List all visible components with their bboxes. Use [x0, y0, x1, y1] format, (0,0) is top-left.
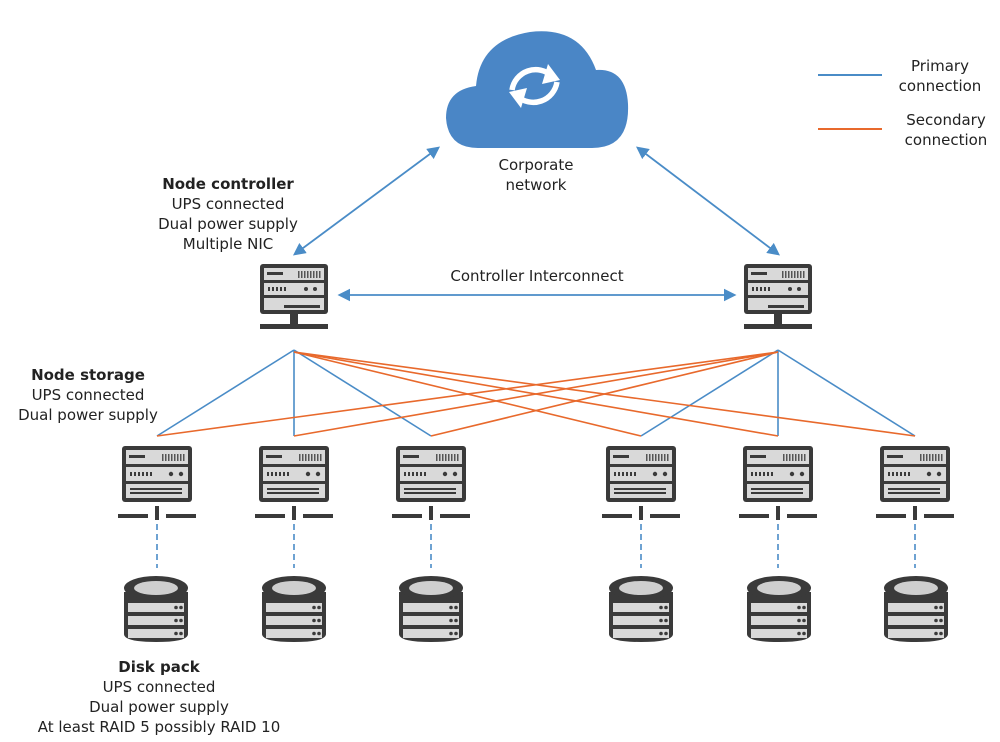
disk-info-line: Dual power supply [89, 698, 229, 716]
storage-server [255, 446, 333, 520]
secondary-link [293, 351, 779, 437]
storage-info-line: UPS connected [32, 386, 145, 404]
disk-links [156, 524, 916, 568]
controller-info-line: UPS connected [172, 195, 285, 213]
sync-icon [509, 64, 560, 108]
primary-link [156, 349, 295, 437]
primary-link [640, 349, 779, 437]
storage-server [602, 446, 680, 520]
disk-pack [609, 576, 673, 642]
cloud-link-left [292, 146, 441, 256]
storage-info-line: Dual power supply [18, 406, 158, 424]
controller-info-line: Multiple NIC [183, 235, 273, 253]
storage-server [739, 446, 817, 520]
primary-link [777, 349, 916, 437]
storage-server [392, 446, 470, 520]
controller-server-right [744, 264, 812, 329]
disk-pack [124, 576, 188, 642]
storage-server [118, 446, 196, 520]
storage-info-title: Node storage [31, 366, 145, 384]
disk-pack [747, 576, 811, 642]
storage-server [876, 446, 954, 520]
controller-server-left [260, 264, 328, 329]
secondary-connections [156, 351, 916, 437]
secondary-link [156, 351, 779, 437]
legend-secondary-line1: Secondary [906, 111, 986, 129]
controller-info-title: Node controller [162, 175, 294, 193]
legend-primary-line2: connection [899, 77, 982, 95]
legend: Primary connection Secondary connection [818, 57, 987, 149]
primary-link [293, 349, 432, 437]
disk-pack [884, 576, 948, 642]
controller-interconnect-label: Controller Interconnect [450, 267, 623, 285]
disk-pack [262, 576, 326, 642]
secondary-link [430, 351, 779, 437]
primary-connections [156, 349, 916, 437]
disk-info-title: Disk pack [118, 658, 200, 676]
disk-pack [399, 576, 463, 642]
controller-info-line: Dual power supply [158, 215, 298, 233]
cloud-link-right [635, 146, 781, 256]
legend-secondary-line2: connection [905, 131, 988, 149]
cloud-label-line1: Corporate [499, 156, 574, 174]
disk-info-line: UPS connected [103, 678, 216, 696]
legend-primary-line1: Primary [911, 57, 969, 75]
cloud-label-line2: network [506, 176, 567, 194]
corporate-network-cloud [446, 31, 629, 149]
disk-info-line: At least RAID 5 possibly RAID 10 [38, 718, 281, 736]
